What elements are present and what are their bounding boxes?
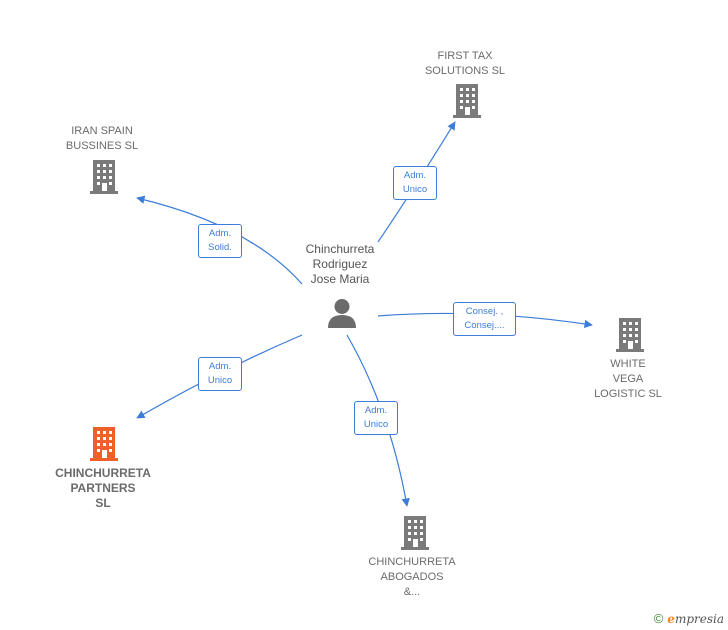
empresia-logo[interactable]: empresia <box>667 612 724 626</box>
edge-label-chinchurreta-partners: Adm. Unico <box>198 357 242 391</box>
edge-label-white-vega: Consej. , Consej.... <box>453 302 516 336</box>
edge-label-chinchurreta-abogados: Adm. Unico <box>354 401 398 435</box>
brand-initial: e <box>667 611 675 626</box>
person-icon[interactable] <box>326 298 358 328</box>
building-icon[interactable] <box>452 84 482 118</box>
edge-label-first-tax: Adm. Unico <box>393 166 437 200</box>
edge-label-iran-spain: Adm. Solid. <box>198 224 242 258</box>
company-label-white-vega[interactable]: WHITE VEGA LOGISTIC SL <box>594 358 662 400</box>
company-label-chinchurreta-abogados[interactable]: CHINCHURRETA ABOGADOS &... <box>368 556 456 598</box>
center-person-name[interactable]: Chinchurreta Rodriguez Jose Maria <box>305 242 375 286</box>
building-icon[interactable] <box>89 160 119 194</box>
company-label-iran-spain[interactable]: IRAN SPAIN BUSSINES SL <box>65 125 139 152</box>
company-label-first-tax[interactable]: FIRST TAX SOLUTIONS SL <box>424 50 506 77</box>
building-icon[interactable] <box>400 516 430 550</box>
building-icon[interactable] <box>615 318 645 352</box>
footer-branding: © empresia <box>654 611 724 626</box>
building-icon[interactable] <box>89 427 119 461</box>
company-label-chinchurreta-partners[interactable]: CHINCHURRETA PARTNERS SL <box>55 466 151 510</box>
brand-name: mpresia <box>674 611 724 626</box>
copyright-symbol: © <box>653 611 664 626</box>
